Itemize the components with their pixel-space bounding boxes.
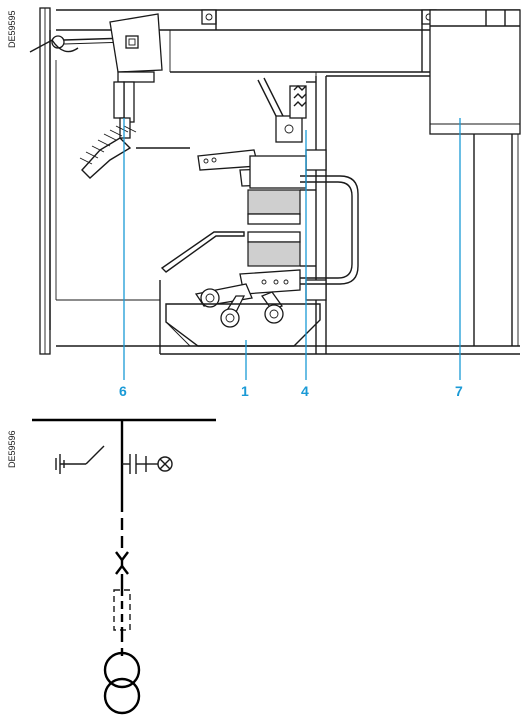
single-line-diagram <box>32 418 216 715</box>
operating-handle <box>29 35 129 53</box>
section-view-code: DE59595 <box>7 10 17 48</box>
switchgear-section-view <box>29 7 521 355</box>
single-line-code: DE59596 <box>7 430 17 468</box>
callout-label-6: 6 <box>119 383 127 399</box>
lamp-icon <box>157 456 173 472</box>
earthing-switch <box>257 76 317 150</box>
front-door <box>39 7 57 355</box>
cable-terminals <box>194 283 284 328</box>
callout-4: 4 <box>301 130 309 399</box>
load-break-switch <box>79 13 163 179</box>
transformer-icon <box>103 651 141 715</box>
callout-7: 7 <box>455 118 463 399</box>
callout-label-7: 7 <box>455 383 463 399</box>
connection-loop <box>300 175 359 285</box>
callout-label-4: 4 <box>301 383 309 399</box>
callout-label-1: 1 <box>241 383 249 399</box>
callout-6: 6 <box>119 118 127 399</box>
bushings <box>247 155 316 267</box>
callout-1: 1 <box>241 340 249 399</box>
cable-compartment-walls <box>56 147 190 354</box>
switch-contact-fingers <box>79 125 137 179</box>
voltage-indicator-symbol <box>122 454 173 474</box>
low-voltage-cabinet <box>326 9 521 347</box>
fuse-icon <box>113 588 131 632</box>
compartment-divider <box>305 76 327 354</box>
earthing-switch-symbol <box>55 445 105 474</box>
